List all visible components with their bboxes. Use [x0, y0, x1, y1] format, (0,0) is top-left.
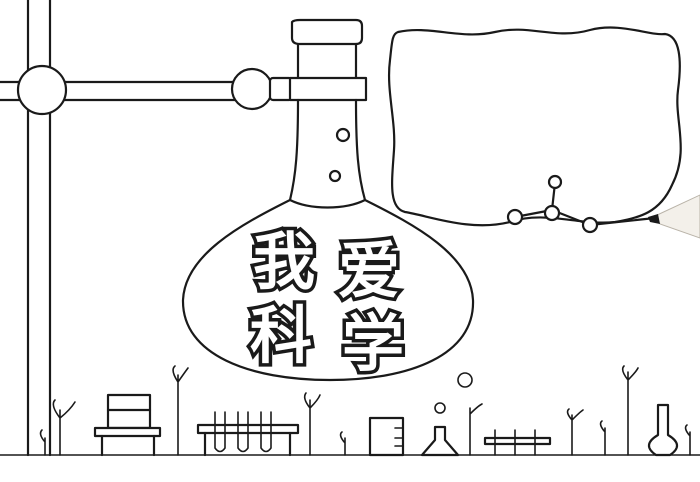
round-flask-icon — [181, 18, 475, 382]
poster-title: 我 我 爱 爱 科 科 学 学 — [247, 222, 408, 384]
small-flask-icon — [420, 425, 460, 457]
title-char-2-outline: 爱 — [338, 234, 400, 307]
molecule-icon — [506, 174, 657, 234]
title-char-3-outline: 科 — [250, 299, 312, 372]
small-rack-icon — [483, 429, 552, 456]
bubbles — [434, 372, 473, 414]
wavy-frame — [387, 26, 682, 227]
marker-pen-icon — [648, 194, 700, 239]
title-char-4-outline: 学 — [342, 307, 404, 380]
test-tube-rack-icon — [196, 411, 300, 457]
title-char-4: 学 — [342, 307, 404, 380]
retort-stand-icon — [0, 0, 294, 457]
title-char-2: 爱 — [338, 234, 400, 307]
tall-flask-icon — [647, 403, 679, 457]
title-char-3: 科 — [250, 299, 312, 372]
sprout-icon — [39, 365, 691, 456]
title-char-1: 我 — [253, 225, 315, 298]
beaker-on-stand-icon — [93, 393, 162, 457]
title-char-1-outline: 我 — [253, 225, 315, 298]
measuring-cup-icon — [368, 416, 405, 457]
